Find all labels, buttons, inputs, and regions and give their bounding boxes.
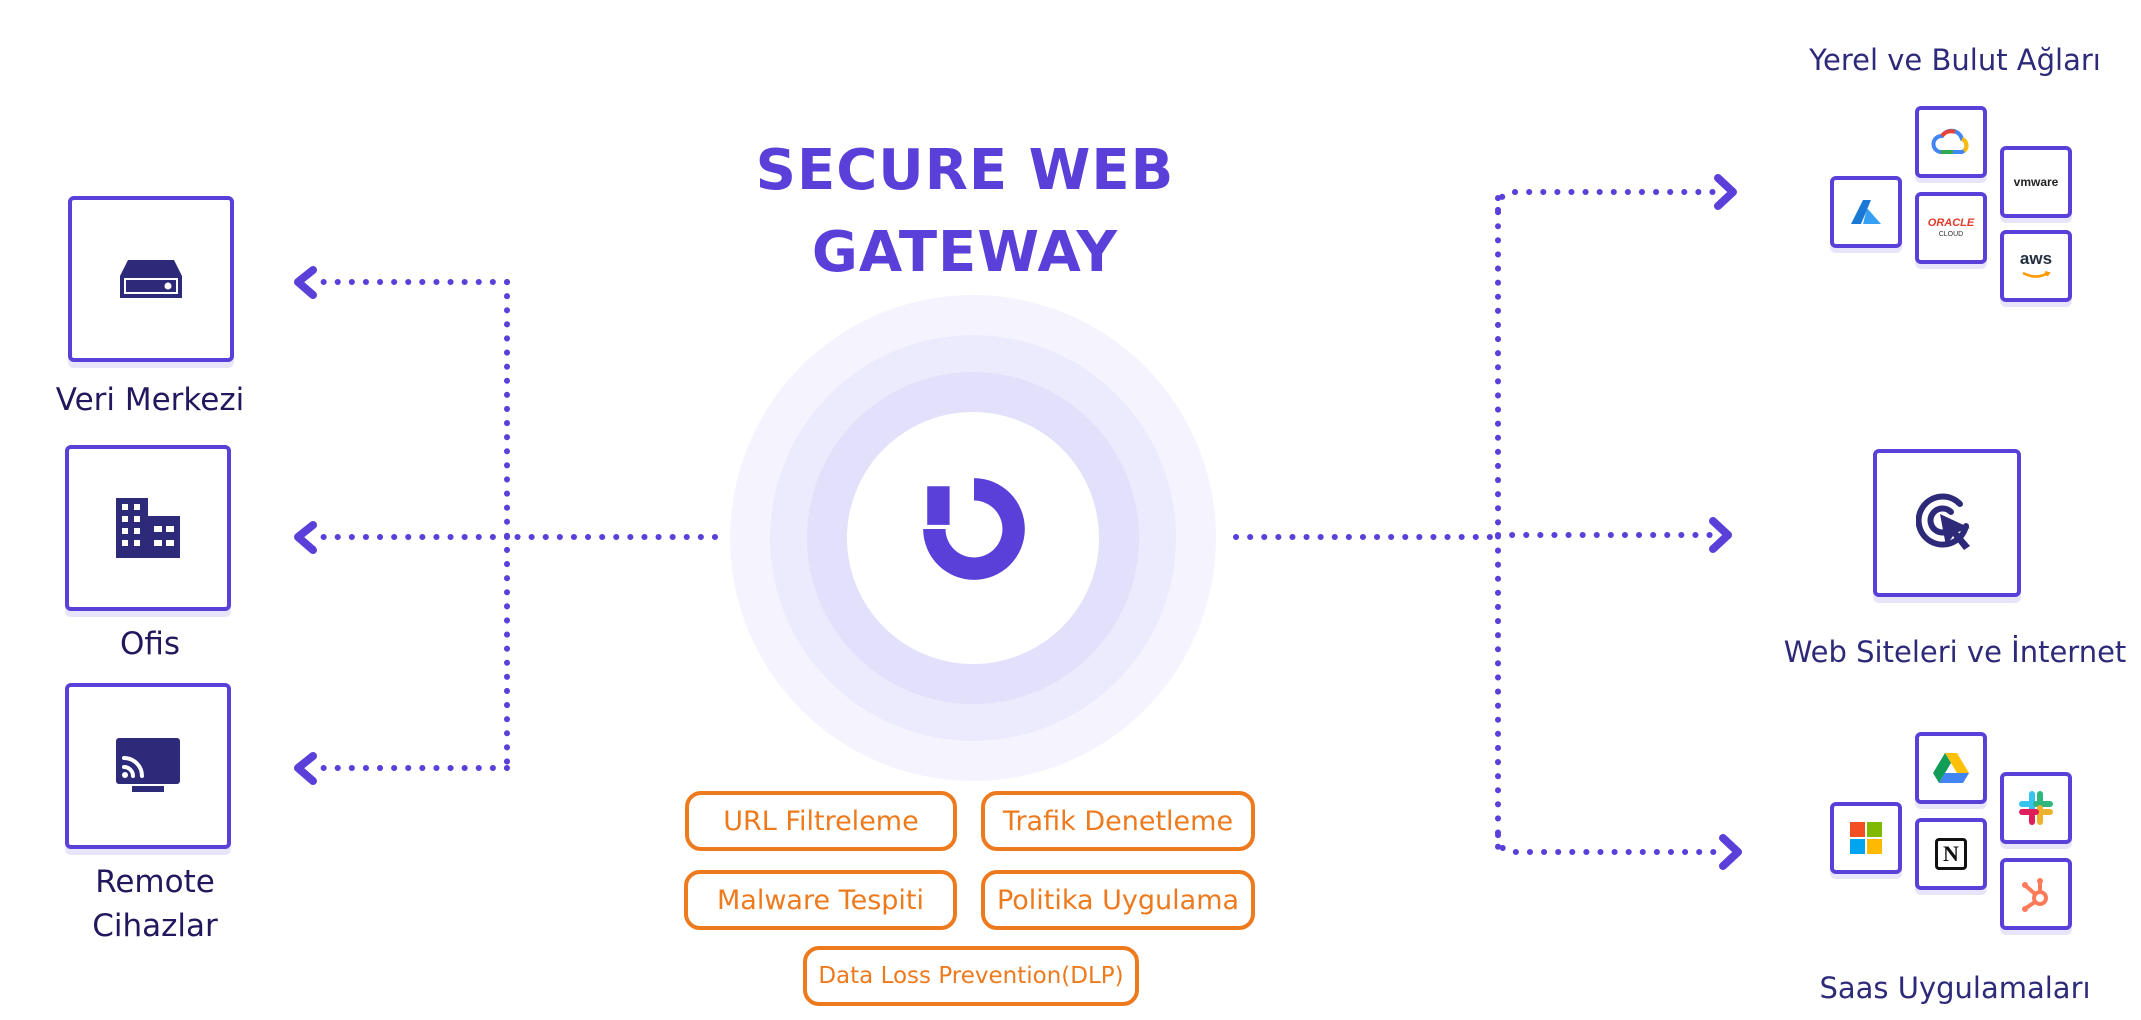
- google-cloud-icon: [1915, 106, 1987, 178]
- source-label-remote-line2: Cihazlar: [92, 908, 218, 944]
- source-remote-cihazlar: [65, 683, 231, 849]
- brand-logo-icon: [923, 478, 1025, 580]
- aws-text: aws: [2019, 248, 2053, 268]
- source-label-remote-cihazlar: Remote Cihazlar: [40, 860, 270, 948]
- vmware-icon: vmware: [2000, 146, 2072, 218]
- aws-icon: aws: [2000, 230, 2072, 302]
- arrowhead-cloud: [1714, 174, 1737, 210]
- web-click-icon: [1916, 493, 1970, 550]
- arrowhead-web: [1709, 517, 1732, 553]
- cast-screen-icon: [116, 738, 180, 792]
- slack-icon: [2000, 772, 2072, 844]
- arrowhead-veri-merkezi: [294, 266, 317, 299]
- connector-cloud: [1495, 189, 1718, 213]
- notion-icon: N: [1915, 818, 1987, 890]
- google-drive-icon: [1915, 732, 1987, 804]
- source-label-remote-line1: Remote: [95, 864, 215, 900]
- feature-politika-uygulama: Politika Uygulama: [981, 870, 1255, 930]
- azure-icon: [1830, 176, 1902, 248]
- destination-label-saas: Saas Uygulamaları: [1819, 971, 2091, 1005]
- arrowhead-saas: [1719, 834, 1742, 870]
- storage-drive-icon: [120, 260, 182, 298]
- microsoft-icon: [1830, 802, 1902, 874]
- arrowhead-ofis: [294, 521, 317, 554]
- title-line-2: GATEWAY: [811, 220, 1119, 285]
- office-building-icon: [116, 498, 180, 558]
- feature-malware-tespiti: Malware Tespiti: [684, 870, 957, 930]
- source-veri-merkezi: [68, 196, 234, 362]
- title-line-1: SECURE WEB: [755, 138, 1175, 203]
- feature-url-filtreleme: URL Filtreleme: [685, 791, 957, 851]
- aws-smile-icon: [2022, 270, 2051, 278]
- feature-trafik-denetleme: Trafik Denetleme: [981, 791, 1255, 851]
- source-ofis: [65, 445, 231, 611]
- arrowhead-remote: [294, 752, 317, 785]
- oracle-cloud-line1: ORACLE: [1927, 217, 1975, 229]
- vmware-text: vmware: [2013, 175, 2059, 189]
- source-label-ofis: Ofis: [119, 626, 181, 662]
- hubspot-icon: [2000, 858, 2072, 930]
- feature-data-loss-prevention: Data Loss Prevention(DLP): [803, 946, 1139, 1006]
- source-label-veri-merkezi: Veri Merkezi: [55, 382, 245, 418]
- oracle-cloud-icon: ORACLE CLOUD: [1915, 192, 1987, 264]
- diagram-title: SECURE WEB GATEWAY: [700, 130, 1230, 294]
- connector-saas: [1495, 832, 1723, 855]
- destination-label-web: Web Siteleri ve İnternet: [1783, 635, 2127, 669]
- destination-web: [1873, 449, 2021, 597]
- notion-letter: N: [1935, 838, 1967, 870]
- destination-label-cloud: Yerel ve Bulut Ağları: [1809, 43, 2101, 77]
- oracle-cloud-line2: CLOUD: [1938, 231, 1964, 238]
